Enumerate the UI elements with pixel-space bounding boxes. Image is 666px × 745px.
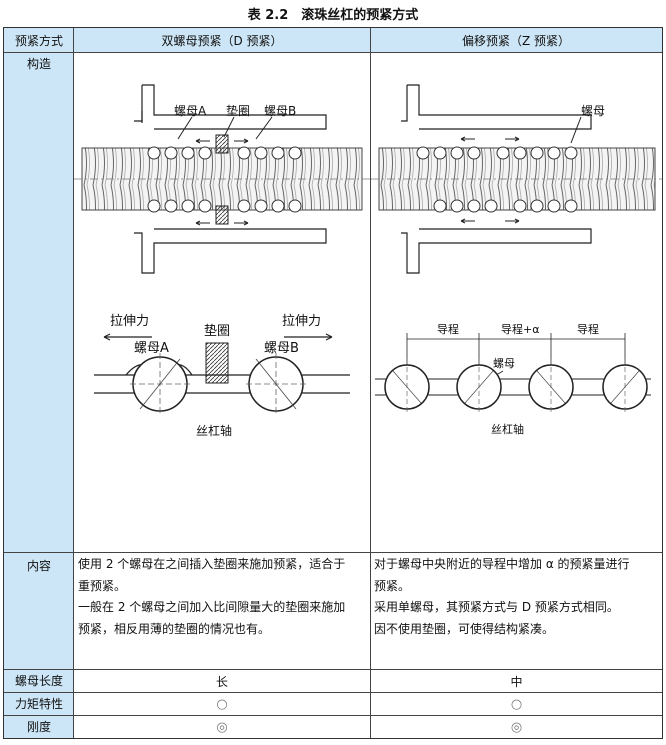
z-label-lead3: 导程 bbox=[577, 323, 599, 336]
preload-table: 预紧方式 双螺母预紧（D 预紧） 偏移预紧（Z 预紧） 构造 内容 螺母长度 力… bbox=[3, 27, 663, 739]
d-label-nut-b2: 螺母B bbox=[264, 341, 299, 356]
d-torque: ○ bbox=[216, 696, 228, 712]
z-preload-diagram: 螺母 导程 导程+α 导程 螺母 丝杠轴 bbox=[371, 53, 662, 552]
d-label-nut-a2: 螺母A bbox=[134, 341, 169, 356]
d-label-spacer2: 垫圈 bbox=[204, 323, 230, 339]
content-z: 对于螺母中央附近的导程中增加 α 的预紧量进行 预紧。 采用单螺母，其预紧方式与… bbox=[374, 557, 630, 636]
d-rigidity: ◎ bbox=[216, 719, 228, 735]
d-label-nut-b: 螺母B bbox=[264, 104, 296, 118]
z-label-nut2: 螺母 bbox=[493, 357, 515, 370]
d-label-nut-a: 螺母A bbox=[174, 104, 207, 118]
d-label-tension-left: 拉伸力 bbox=[110, 314, 149, 329]
d-nut-length: 长 bbox=[215, 674, 228, 689]
header-d-preload: 双螺母预紧（D 预紧） bbox=[74, 28, 370, 52]
z-label-nut: 螺母 bbox=[581, 104, 605, 118]
header-method: 预紧方式 bbox=[4, 28, 74, 52]
z-label-lead2: 导程+α bbox=[501, 323, 539, 336]
label-structure: 构造 bbox=[4, 52, 74, 552]
content-d: 使用 2 个螺母在之间插入垫圈来施加预紧，适合于 重预紧。 一般在 2 个螺母之… bbox=[78, 557, 346, 636]
label-content: 内容 bbox=[4, 552, 74, 669]
z-label-shaft: 丝杠轴 bbox=[491, 422, 524, 436]
d-label-spacer: 垫圈 bbox=[226, 103, 250, 118]
d-label-tension-right: 拉伸力 bbox=[282, 314, 321, 329]
label-torque: 力矩特性 bbox=[4, 692, 74, 715]
z-torque: ○ bbox=[510, 696, 523, 712]
z-rigidity: ◎ bbox=[510, 719, 523, 735]
header-z-preload: 偏移预紧（Z 预紧） bbox=[370, 28, 662, 52]
d-label-shaft: 丝杠轴 bbox=[196, 423, 232, 438]
table-title: 表 2.2 滚珠丝杠的预紧方式 bbox=[247, 8, 419, 23]
z-label-lead1: 导程 bbox=[437, 323, 459, 336]
label-rigidity: 刚度 bbox=[4, 715, 74, 738]
label-nut-length: 螺母长度 bbox=[4, 669, 74, 692]
z-nut-length: 中 bbox=[510, 674, 523, 689]
d-preload-diagram: 螺母A 垫圈 螺母B 拉伸力 拉伸力 垫圈 螺母A 螺母B 丝杠轴 bbox=[74, 53, 370, 552]
